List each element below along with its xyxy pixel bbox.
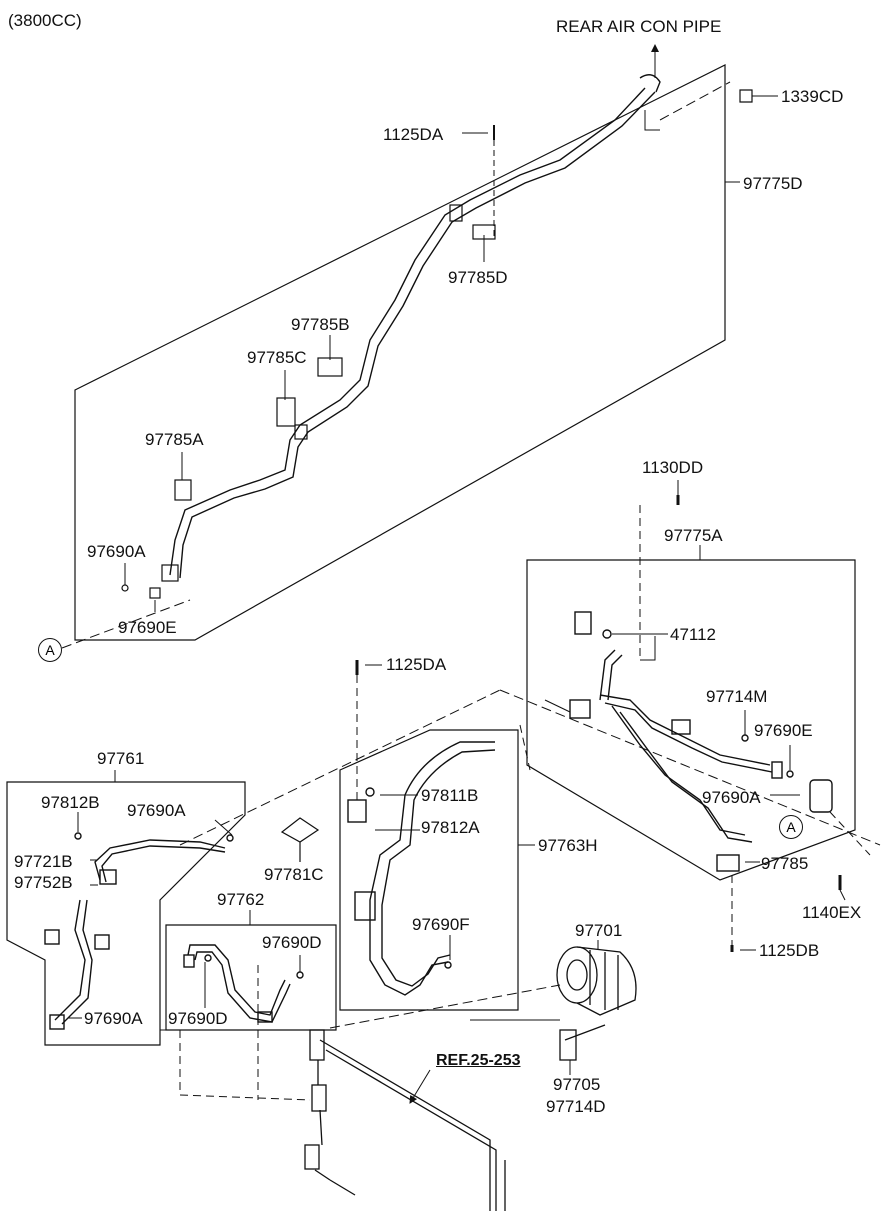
part-97690A-top: 97690A [87, 542, 146, 561]
rear-air-con-pipe-label: REAR AIR CON PIPE [556, 17, 722, 36]
part-97714D: 97714D [546, 1097, 606, 1116]
part-97775D: 97775D [743, 174, 803, 193]
compressor-leaders [329, 940, 599, 1075]
part-97785B: 97785B [291, 315, 350, 334]
part-97690E-right: 97690E [754, 721, 813, 740]
part-97690A-bottom: 97690A [84, 1009, 143, 1028]
part-1130DD: 1130DD [642, 458, 704, 477]
part-97690D-bottom: 97690D [168, 1009, 228, 1028]
part-47112: 47112 [670, 625, 717, 644]
part-1125DB: 1125DB [759, 941, 820, 960]
middle-hose-frame [339, 729, 519, 1011]
part-97705: 97705 [553, 1075, 601, 1094]
right-pipe-assembly [569, 611, 833, 872]
upper-leaders [61, 44, 778, 649]
condenser [304, 1029, 506, 1211]
left-leaders [68, 689, 501, 1031]
part-97761: 97761 [97, 749, 145, 768]
middle-hose [347, 741, 496, 996]
part-97690A-left: 97690A [127, 801, 186, 820]
marker-a-right: A [779, 815, 803, 839]
marker-a-left: A [38, 638, 62, 662]
part-97762: 97762 [217, 890, 265, 909]
right-assembly-frame [526, 559, 856, 881]
part-97690F: 97690F [412, 915, 470, 934]
part-97812A: 97812A [421, 818, 480, 837]
part-1339CD: 1339CD [781, 87, 844, 106]
part-97690A-right: 97690A [702, 788, 761, 807]
compressor-97701 [556, 946, 637, 1061]
part-1125DA-mid: 1125DA [386, 655, 447, 674]
hose-97762-leaders [179, 955, 311, 1101]
part-97785: 97785 [761, 854, 809, 873]
upper-pipe-assembly [169, 74, 661, 579]
part-97690E-top: 97690E [118, 618, 177, 637]
left-hose-frame [6, 781, 246, 1046]
part-97721B: 97721B [14, 852, 73, 871]
bracket-97781C [280, 817, 320, 862]
part-97781C: 97781C [264, 865, 324, 884]
part-97785D: 97785D [448, 268, 508, 287]
part-97701: 97701 [575, 921, 623, 940]
part-97775A: 97775A [664, 526, 723, 545]
part-97763H: 97763H [538, 836, 598, 855]
engine-label: (3800CC) [8, 11, 82, 30]
part-97690D-top: 97690D [262, 933, 322, 952]
part-97812B: 97812B [41, 793, 100, 812]
part-1125DA-top: 1125DA [383, 125, 444, 144]
middle-leaders [355, 660, 535, 960]
part-97811B: 97811B [421, 786, 479, 805]
right-leaders [499, 480, 881, 952]
upper-pipe-brackets [121, 89, 753, 599]
hose-97762-frame [165, 924, 337, 1031]
ref-leader [409, 1069, 431, 1104]
part-97714M: 97714M [706, 687, 768, 706]
part-97785C: 97785C [247, 348, 307, 367]
ref-25-253-link[interactable]: REF.25-253 [436, 1052, 521, 1069]
part-97752B: 97752B [14, 873, 73, 892]
part-97785A: 97785A [145, 430, 204, 449]
part-1140EX: 1140EX [802, 903, 862, 922]
left-hose [44, 832, 234, 1030]
